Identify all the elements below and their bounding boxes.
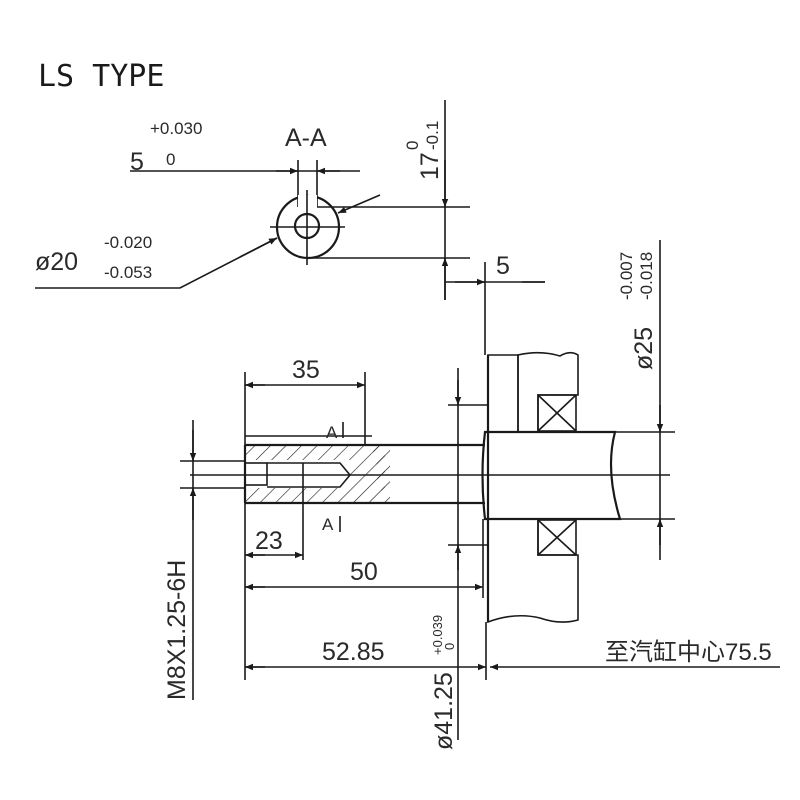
length-35: 35	[292, 356, 320, 384]
shoulder-offset: 5	[496, 252, 510, 280]
shaft-diameter-upper: -0.020	[104, 233, 152, 252]
section-label: A-A	[285, 124, 327, 152]
key-depth-nominal: 17	[416, 152, 444, 180]
length-23: 23	[255, 527, 283, 555]
housing	[486, 351, 579, 624]
bearing-diameter-prefix: ø25	[630, 327, 658, 370]
pilot-diameter-lower: 0	[442, 643, 457, 650]
key-depth-upper: 0	[403, 141, 422, 150]
thread-spec: M8X1.25-6H	[163, 560, 191, 700]
length-50: 50	[350, 558, 378, 586]
key-depth-lower: -0.1	[423, 121, 442, 150]
drawing-title: LS TYPE	[38, 59, 164, 94]
keyway-width-nominal: 5	[130, 148, 144, 176]
crankshaft: A A	[180, 422, 675, 560]
keyway-width-lower: 0	[166, 150, 175, 169]
cylinder-center-note: 至汽缸中心75.5	[605, 639, 772, 666]
section-mark-top: A	[326, 423, 338, 442]
keyway-width-upper: +0.030	[150, 119, 202, 138]
length-52-85: 52.85	[322, 638, 385, 666]
section-mark-bottom: A	[322, 515, 334, 534]
section-a-a: A-A 5 +0.030 0 ø20 -0.020 -0.053 17 0 -0…	[35, 100, 470, 300]
shaft-diameter-prefix: ø20	[35, 248, 78, 276]
bearing-diameter-lower: -0.018	[637, 252, 656, 300]
shaft-diameter-lower: -0.053	[104, 263, 152, 282]
pilot-diameter-prefix: ø41.25	[430, 672, 458, 750]
pilot-diameter-upper: +0.039	[430, 615, 445, 655]
bearing-diameter-upper: -0.007	[617, 252, 636, 300]
